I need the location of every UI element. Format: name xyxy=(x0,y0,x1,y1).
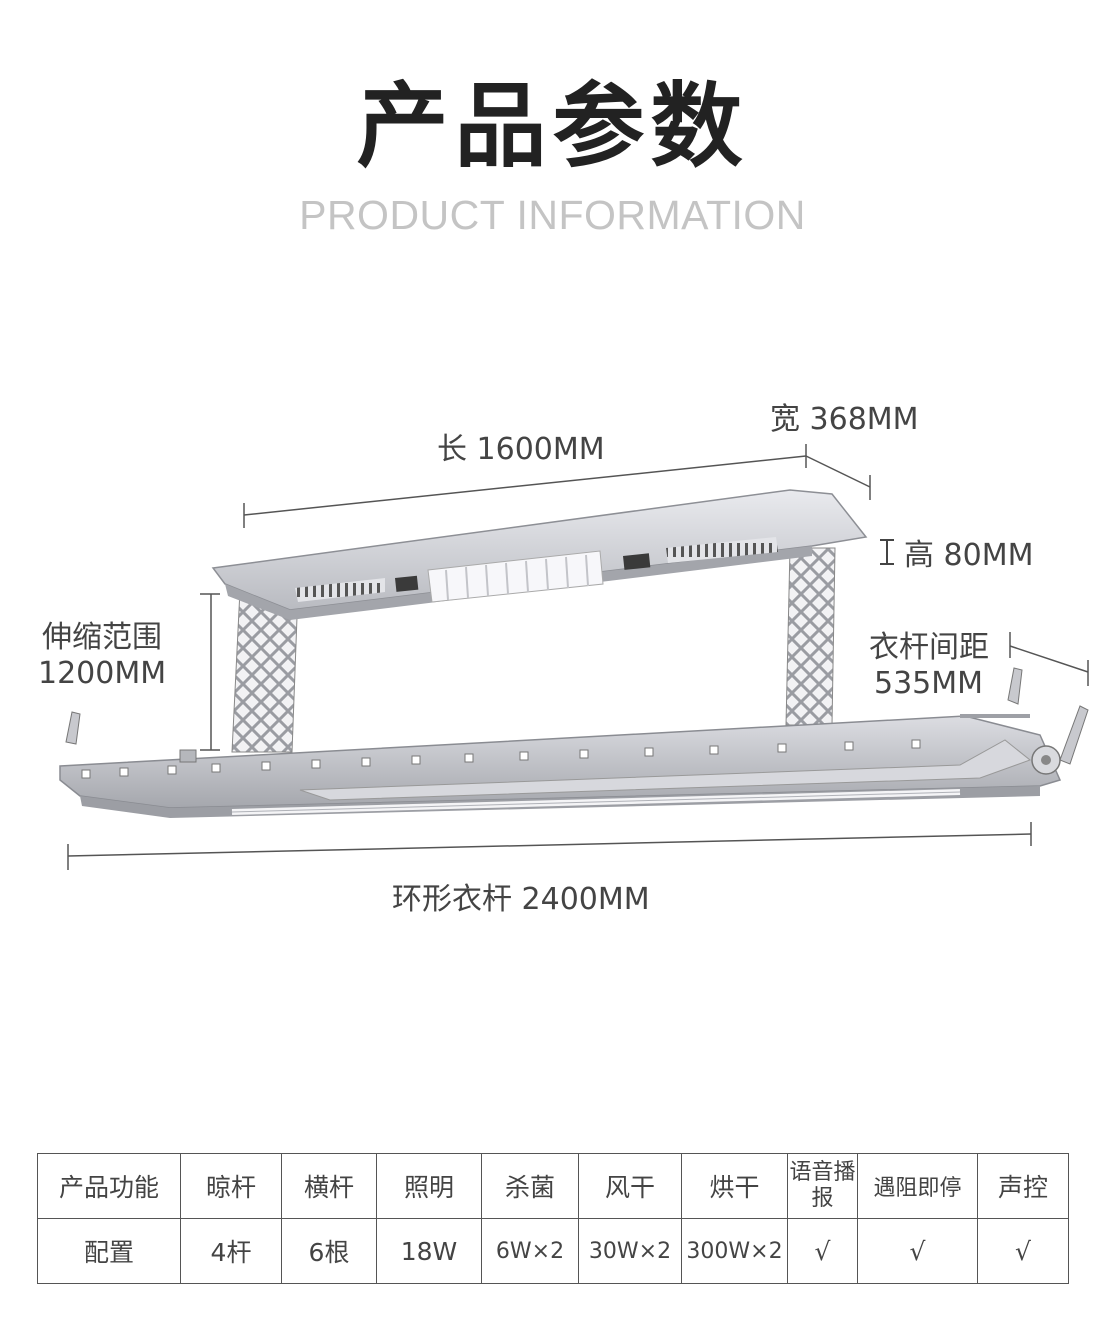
header-cell: 横杆 xyxy=(281,1153,377,1219)
value-cell: 300W×2 xyxy=(681,1218,788,1284)
ibeam-icon xyxy=(880,539,894,565)
product-illustration xyxy=(59,444,1089,870)
value-cell: 6根 xyxy=(281,1218,377,1284)
rod-spacing-label: 衣杆间距 xyxy=(869,630,989,665)
length-label: 长 1600MM xyxy=(437,432,605,467)
bottom-rack xyxy=(59,667,1089,818)
spec-header-row: 产品功能 晾杆 横杆 照明 杀菌 风干 烘干 语音播报 遇阻即停 声控 xyxy=(37,1153,1069,1219)
stretch-range-label: 伸缩范围 xyxy=(42,620,162,655)
height-label-group: 高 80MM xyxy=(878,530,1033,574)
value-cell: 30W×2 xyxy=(578,1218,682,1284)
rod-spacing-dimension-line xyxy=(1009,632,1089,686)
header-cell: 烘干 xyxy=(681,1153,788,1219)
header-cell: 产品功能 xyxy=(37,1153,181,1219)
page-subtitle: PRODUCT INFORMATION xyxy=(299,192,806,238)
ring-rod-label: 环形衣杆 2400MM xyxy=(392,882,650,917)
width-label: 宽 368MM xyxy=(770,402,919,437)
right-scissor-lift xyxy=(785,547,836,726)
header-cell: 声控 xyxy=(977,1153,1069,1219)
header-cell: 杀菌 xyxy=(481,1153,579,1219)
height-label: 高 80MM xyxy=(904,538,1034,573)
value-cell: √ xyxy=(977,1218,1069,1284)
header-cell: 遇阻即停 xyxy=(857,1153,978,1219)
ring-rod-dimension-line xyxy=(67,822,1032,870)
top-housing xyxy=(211,489,868,620)
width-dimension-line xyxy=(805,455,871,500)
page-title: 产品参数 xyxy=(356,73,749,180)
value-cell: 6W×2 xyxy=(481,1218,579,1284)
header-cell: 语音播报 xyxy=(787,1153,858,1219)
header-cell: 风干 xyxy=(578,1153,682,1219)
value-cell: √ xyxy=(787,1218,858,1284)
value-cell: 4杆 xyxy=(180,1218,282,1284)
header-cell: 照明 xyxy=(376,1153,482,1219)
spec-table: 产品功能 晾杆 横杆 照明 杀菌 风干 烘干 语音播报 遇阻即停 声控 配置 4… xyxy=(37,1153,1069,1284)
value-cell: √ xyxy=(857,1218,978,1284)
header-cell: 晾杆 xyxy=(180,1153,282,1219)
stretch-range-value: 1200MM xyxy=(38,656,167,691)
spec-value-row: 配置 4杆 6根 18W 6W×2 30W×2 300W×2 √ √ √ xyxy=(37,1218,1069,1284)
value-cell: 18W xyxy=(376,1218,482,1284)
rod-spacing-value: 535MM xyxy=(874,666,984,701)
stretch-dimension-line xyxy=(200,593,220,751)
value-cell: 配置 xyxy=(37,1218,181,1284)
